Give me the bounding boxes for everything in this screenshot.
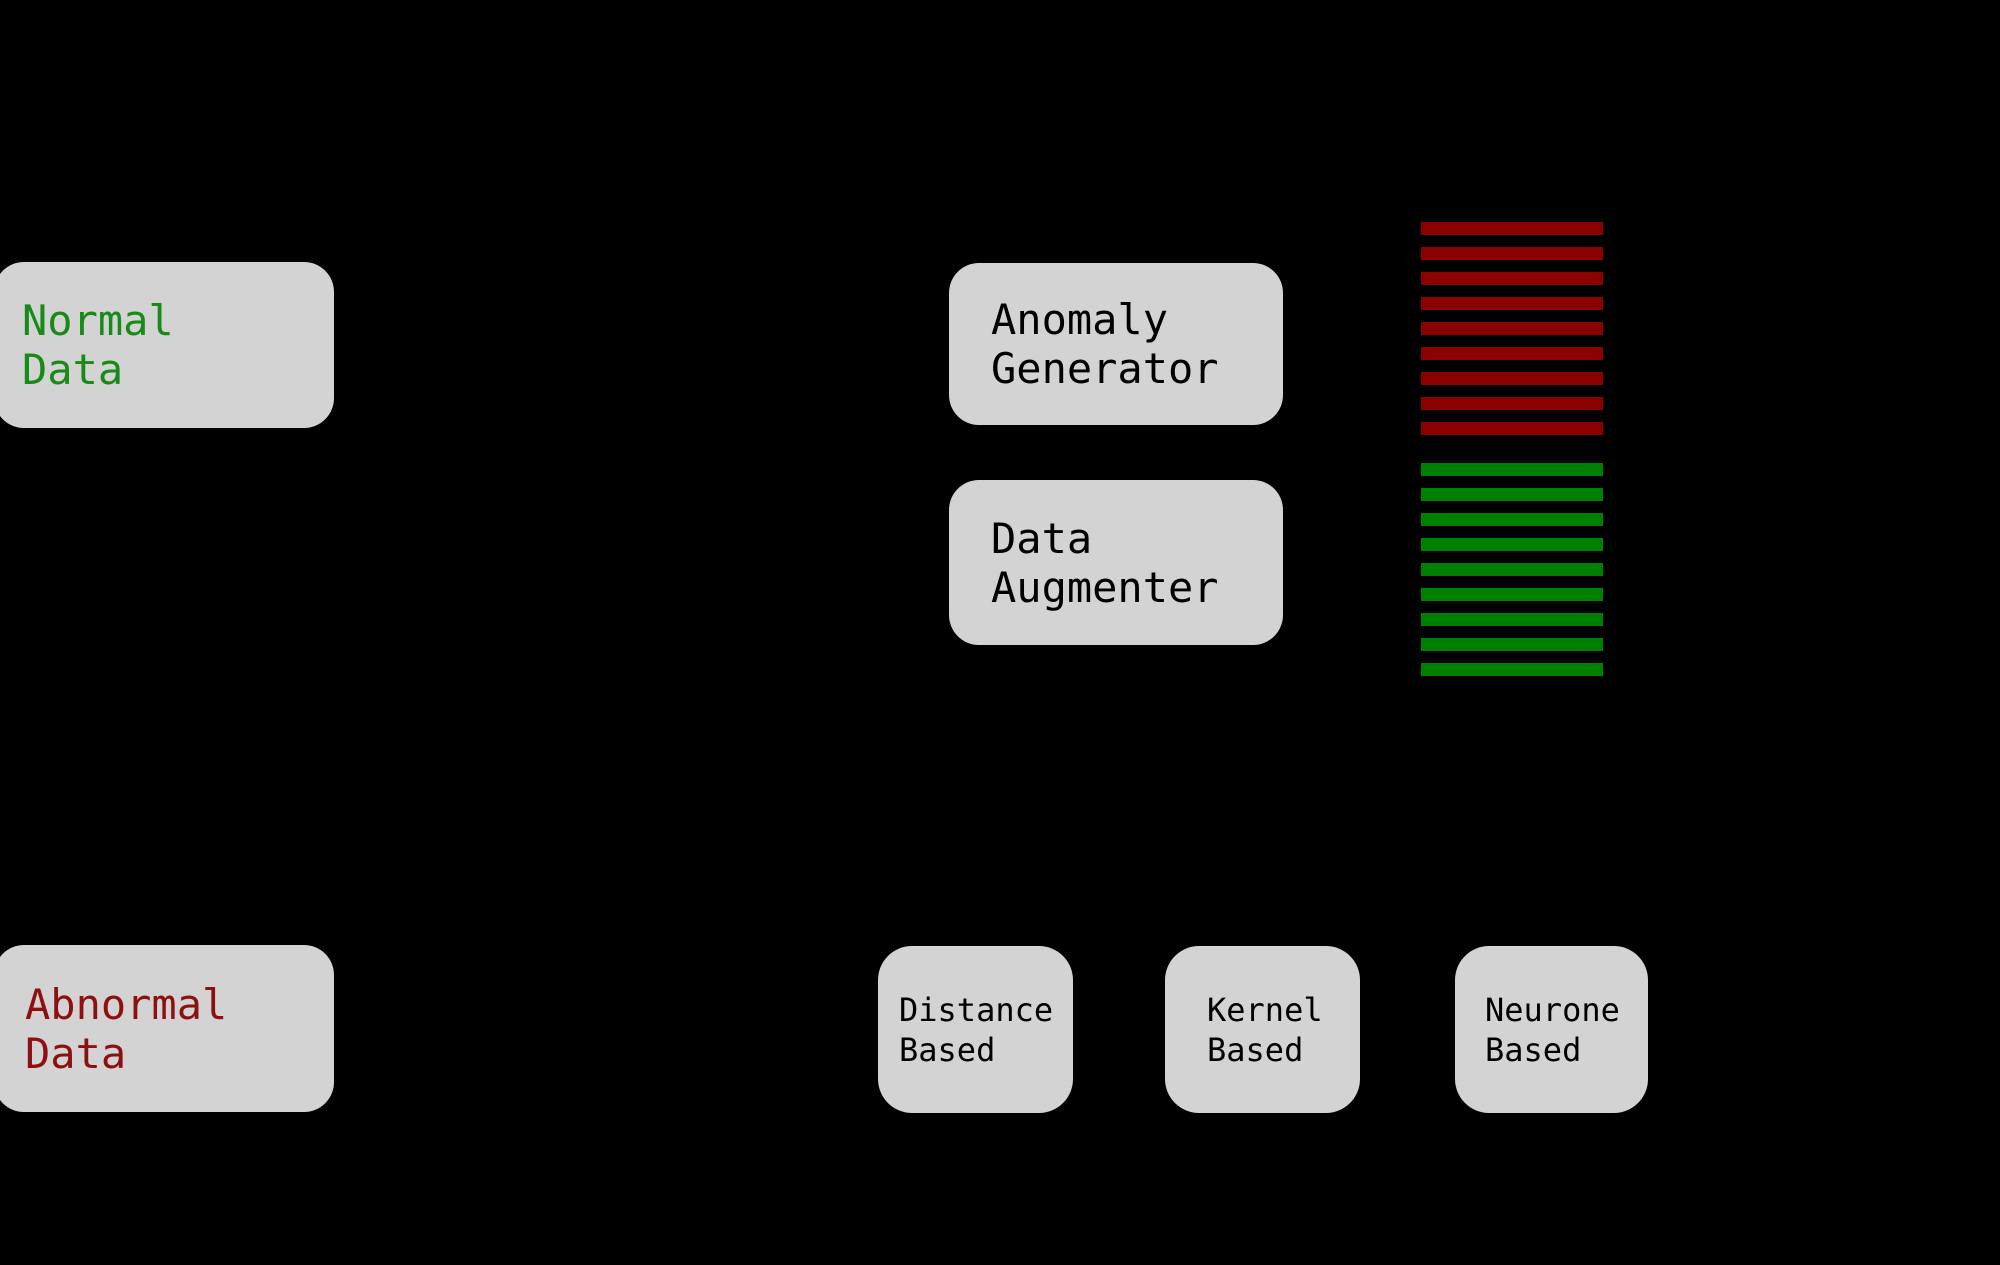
abnormal-data-label-line2: Data [25, 1028, 127, 1078]
kernel-based-label-line2: Based [1207, 1030, 1304, 1069]
distance-based-label-line2: Based [899, 1030, 996, 1069]
normal-samples-stripe [1421, 588, 1603, 601]
abnormal-samples-stripe [1421, 222, 1603, 235]
normal-data-box: Normal Data [0, 262, 334, 428]
neurone-based-label-line2: Based [1485, 1030, 1582, 1069]
abnormal-samples-stripe [1421, 297, 1603, 310]
neurone-based-box: Neurone Based [1455, 946, 1648, 1113]
abnormal-data-label-line1: Abnormal [25, 979, 228, 1029]
distance-based-box: Distance Based [878, 946, 1073, 1113]
data-augmenter-label-line2: Augmenter [991, 562, 1219, 612]
anomaly-generator-label-line1: Anomaly [991, 295, 1169, 344]
normal-samples-stripe [1421, 663, 1603, 676]
normal-samples-stack [1421, 463, 1603, 676]
anomaly-generator-label-line2: Generator [991, 344, 1219, 393]
anomaly-generator-box: Anomaly Generator [949, 263, 1283, 425]
data-augmenter-label-line1: Data [991, 513, 1093, 563]
abnormal-samples-stripe [1421, 272, 1603, 285]
kernel-based-box: Kernel Based [1165, 946, 1360, 1113]
abnormal-samples-stripe [1421, 422, 1603, 435]
normal-samples-stripe [1421, 463, 1603, 476]
normal-data-label-line2: Data [22, 345, 124, 394]
abnormal-samples-stripe [1421, 347, 1603, 360]
kernel-based-label-line1: Kernel [1207, 990, 1323, 1029]
abnormal-data-box: Abnormal Data [0, 945, 334, 1112]
normal-samples-stripe [1421, 538, 1603, 551]
abnormal-samples-stripe [1421, 397, 1603, 410]
abnormal-samples-stack [1421, 222, 1603, 435]
normal-samples-stripe [1421, 488, 1603, 501]
normal-samples-stripe [1421, 638, 1603, 651]
neurone-based-label-line1: Neurone [1485, 990, 1620, 1029]
abnormal-samples-stripe [1421, 247, 1603, 260]
abnormal-samples-stripe [1421, 372, 1603, 385]
abnormal-samples-stripe [1421, 322, 1603, 335]
normal-samples-stripe [1421, 563, 1603, 576]
normal-samples-stripe [1421, 613, 1603, 626]
data-augmenter-box: Data Augmenter [949, 480, 1283, 645]
normal-samples-stripe [1421, 513, 1603, 526]
normal-data-label-line1: Normal [22, 296, 174, 345]
distance-based-label-line1: Distance [899, 990, 1054, 1029]
